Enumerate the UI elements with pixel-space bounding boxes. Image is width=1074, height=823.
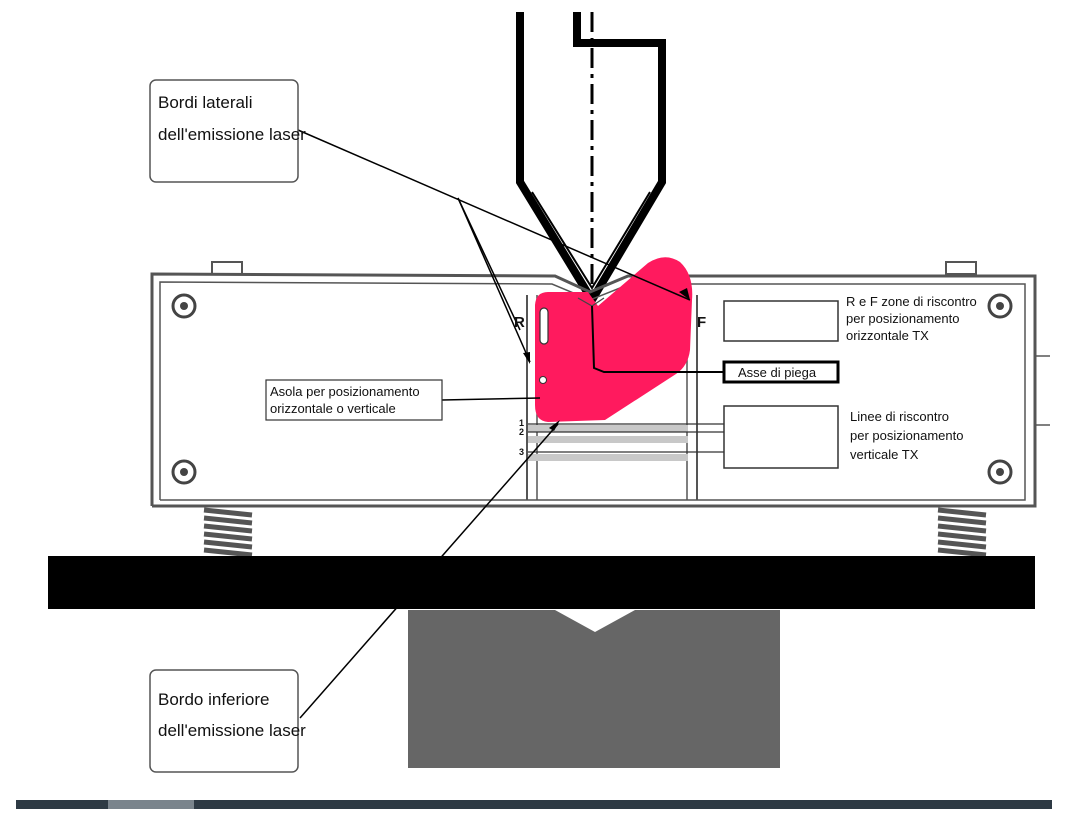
laser-area [535,257,693,422]
line-number-1: 1 [519,418,524,428]
callout-lateral-box [149,79,299,183]
callout-bottom-line1: Bordo inferiore [158,690,270,709]
spring-left [203,507,253,558]
arrowhead-bottom [549,420,560,431]
spring-right [937,507,987,558]
screw-top-right [987,293,1013,319]
punch [516,12,666,303]
callout-bottom-line2: dell'emissione laser [158,721,306,740]
f-marker: F [697,314,706,331]
slot-label-box [265,379,443,421]
axis-label: Asse di piega [738,365,817,380]
screw-top-left [171,293,197,319]
arrowhead-r [523,352,530,364]
callout-bottom-box [149,669,299,773]
zones-label-line1: R e F zone di riscontro [846,294,977,309]
r-marker: R [514,314,525,331]
zones-label-line2: per posizionamento [846,311,959,326]
line-number-2: 2 [519,427,524,437]
line-number-3: 3 [519,447,524,457]
press-bed [48,556,1035,609]
callout-lateral-line2: dell'emissione laser [158,125,306,144]
zones-label-line3: orizzontale TX [846,328,929,343]
slot-label-line2: orizzontale o verticale [270,401,396,416]
bottom-strip-dark [16,800,1052,809]
arrowhead-f [679,288,690,300]
bottom-strip-highlight [108,800,194,809]
lines-label-line1: Linee di riscontro [850,409,949,424]
axis-label-box [722,360,840,384]
die [408,610,780,768]
slot-label-line1: Asola per posizionamento [270,384,420,399]
lines-label-line2: per posizionamento [850,428,963,443]
reference-lines [528,423,724,461]
screw-bottom-right [987,459,1013,485]
lines-label-line3: verticale TX [850,447,919,462]
callout-lateral-line1: Bordi laterali [158,93,253,112]
laser-emission [535,257,724,422]
screw-bottom-left [171,459,197,485]
